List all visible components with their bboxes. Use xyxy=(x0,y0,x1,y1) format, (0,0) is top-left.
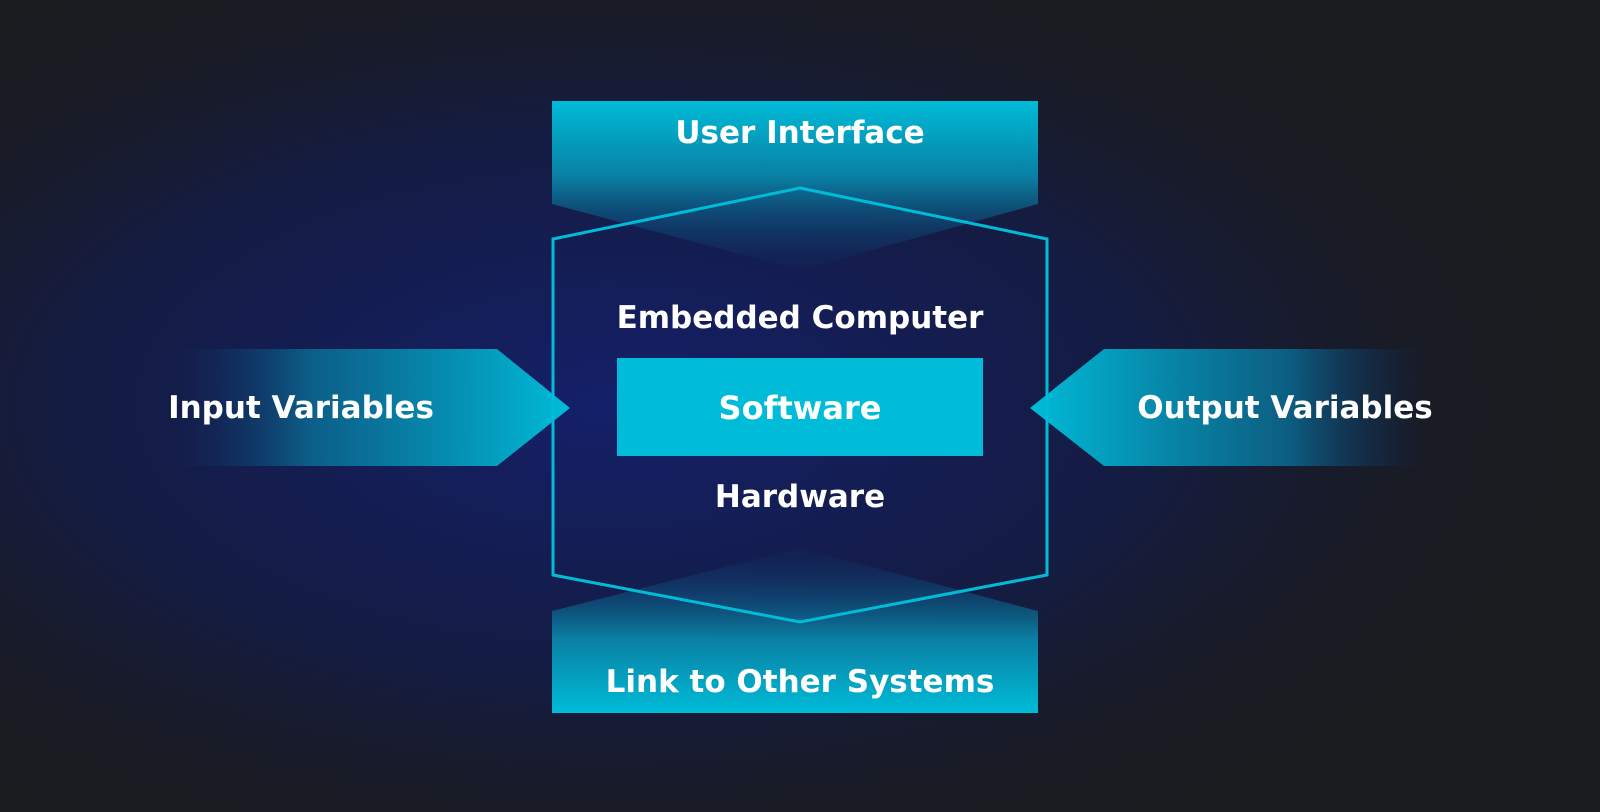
user-interface-block xyxy=(552,101,1038,270)
output-variables-label: Output Variables xyxy=(1137,390,1432,426)
user-interface-label: User Interface xyxy=(675,115,924,151)
link-to-other-systems-block xyxy=(552,548,1038,713)
software-box xyxy=(617,358,983,456)
embedded-computer-hexagon xyxy=(551,186,1049,624)
software-label: Software xyxy=(719,389,882,427)
embedded-computer-label: Embedded Computer xyxy=(617,300,985,336)
link-to-other-systems-label: Link to Other Systems xyxy=(606,664,995,700)
input-variables-arrow xyxy=(168,349,570,466)
output-variables-arrow xyxy=(1030,349,1430,466)
input-variables-label: Input Variables xyxy=(168,390,434,426)
hardware-label: Hardware xyxy=(715,479,885,515)
